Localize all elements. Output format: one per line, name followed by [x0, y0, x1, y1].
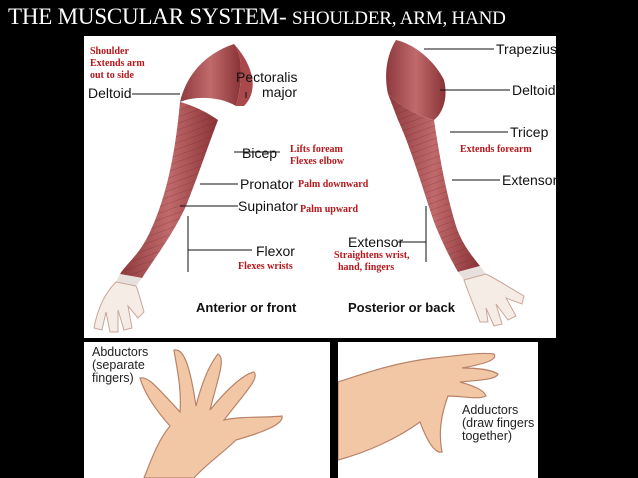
anterior-arm-drawing: [93, 44, 253, 333]
title-main: THE MUSCULAR SYSTEM-: [8, 4, 292, 29]
arm-muscles-diagram: Shoulder Extends arm out to side Deltoid…: [84, 36, 556, 338]
extensor-note: Straightens wrist, hand, fingers: [334, 250, 410, 273]
pronator-label: Pronator: [240, 176, 294, 192]
extensor-label: Extensor: [348, 234, 404, 250]
posterior-deltoid-label: Deltoid: [512, 82, 556, 98]
deltoid-label: Deltoid: [88, 85, 132, 101]
shoulder-note: Shoulder Extends arm out to side: [90, 46, 145, 81]
supinator-note: Palm upward: [300, 204, 359, 215]
pronator-note: Palm downward: [298, 179, 369, 190]
anterior-caption: Anterior or front: [196, 300, 297, 315]
tricep-note: Extends forearm: [460, 144, 532, 155]
abductors-hand-panel: Abductors (separate fingers): [84, 342, 330, 478]
adductors-hand-illustration: [338, 352, 499, 461]
extensor-right-label: Extensor: [502, 172, 556, 188]
bicep-note: Lifts foream Flexes elbow: [290, 144, 345, 167]
flexor-note: Flexes wrists: [238, 261, 293, 272]
tricep-label: Tricep: [510, 124, 549, 140]
title-sub: SHOULDER, ARM, HAND: [291, 8, 506, 29]
trapezius-label: Trapezius: [496, 41, 556, 57]
posterior-caption: Posterior or back: [348, 300, 455, 315]
page-title: THE MUSCULAR SYSTEM- SHOULDER, ARM, HAND: [8, 4, 506, 30]
arm-muscles-illustration: [93, 40, 525, 333]
abductors-label: Abductors (separate fingers): [92, 345, 149, 385]
abductors-hand-illustration: [139, 349, 283, 478]
posterior-leader-lines: [398, 48, 510, 262]
adductors-hand-panel: Adductors (draw fingers together): [338, 342, 538, 478]
adductors-label: Adductors (draw fingers together): [462, 403, 535, 443]
anterior-leader-lines: [132, 92, 280, 272]
posterior-arm-drawing: [386, 40, 525, 327]
supinator-label: Supinator: [238, 198, 298, 214]
pectoralis-label: Pectoralis major: [236, 69, 298, 100]
bicep-label: Bicep: [242, 145, 278, 161]
flexor-label: Flexor: [256, 243, 295, 259]
